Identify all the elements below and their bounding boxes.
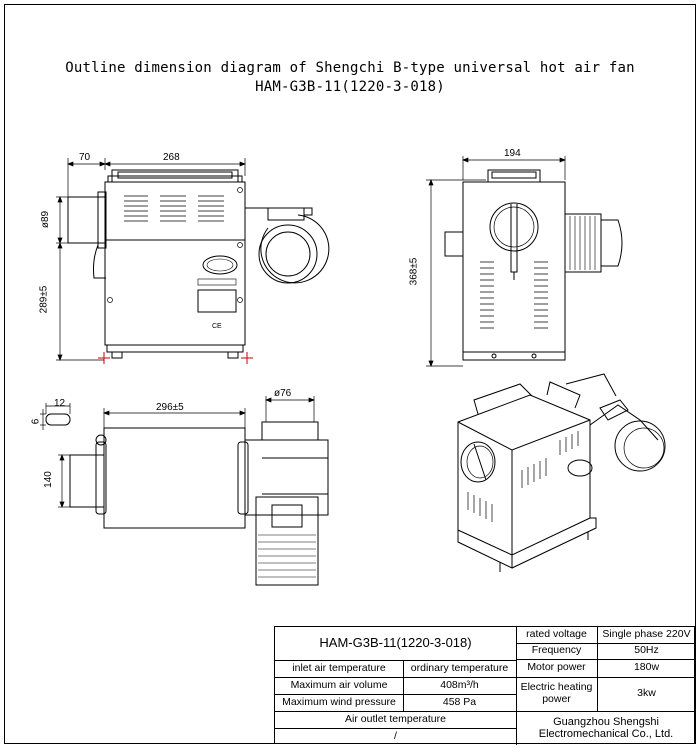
- isometric-view: [457, 373, 666, 572]
- nameplate: [197, 289, 237, 313]
- dim-top-12: 12: [54, 398, 66, 409]
- dim-front-268: 268: [163, 152, 180, 163]
- spec-value-heating-power: 3kw: [637, 687, 656, 700]
- front-view: CE: [56, 158, 330, 364]
- side-view: [426, 156, 623, 367]
- spec-label-voltage: rated voltage: [526, 628, 587, 641]
- iso-vents: [467, 431, 579, 522]
- side-vents: [480, 261, 548, 329]
- front-vents: [124, 195, 224, 222]
- iso-motor: [589, 404, 659, 441]
- param-value-wind-pressure: 458 Pa: [442, 695, 477, 708]
- logo-emblem: [202, 255, 238, 275]
- inlet-pipe: [67, 196, 106, 244]
- dim-side-368: 368±5: [408, 257, 420, 286]
- param-value-outlet-temp: /: [394, 729, 397, 742]
- iso-body: [457, 394, 591, 556]
- dim-top-296: 296±5: [156, 402, 184, 413]
- title-block-model: HAM-G3B-11(1220-3-018): [319, 635, 472, 651]
- top-inlet-pipe: [69, 454, 105, 508]
- dim-top-dia76: ø76: [274, 388, 292, 399]
- side-body: [462, 181, 566, 353]
- side-motor: [564, 213, 602, 273]
- spec-label-heating-power: Electric heating power: [520, 681, 593, 705]
- spec-label-frequency: Frequency: [531, 644, 582, 657]
- dim-front-70: 70: [79, 152, 91, 163]
- param-value-air-volume: 408m³/h: [440, 678, 479, 691]
- param-value-inlet-temp: ordinary temperature: [410, 661, 509, 674]
- spec-value-frequency: 50Hz: [634, 644, 659, 657]
- spec-label-motor-power: Motor power: [527, 661, 586, 674]
- drawing-title: Outline dimension diagram of Shengchi B-…: [65, 60, 635, 76]
- svg-text:CE: CE: [212, 323, 222, 330]
- iso-inlet: [460, 441, 496, 483]
- spec-value-motor-power: 180w: [633, 661, 660, 674]
- dim-front-289: 289±5: [38, 285, 50, 314]
- title-block: HAM-G3B-11(1220-3-018) inlet air tempera…: [274, 626, 696, 745]
- side-inlet-ring: [489, 202, 539, 252]
- company-name: Guangzhou Shengshi Electromechanical Co.…: [538, 715, 674, 740]
- dim-front-dia89: ø89: [40, 210, 52, 229]
- top-view: [40, 396, 329, 586]
- param-label-wind-pressure: Maximum wind pressure: [282, 695, 396, 708]
- spec-value-voltage: Single phase 220V: [602, 628, 691, 641]
- param-label-inlet-temp: inlet air temperature: [292, 661, 386, 674]
- drawing-model-number: HAM-G3B-11(1220-3-018): [255, 79, 445, 95]
- front-body: [104, 181, 246, 346]
- dim-top-140: 140: [42, 471, 54, 488]
- dim-top-6: 6: [30, 418, 42, 425]
- dim-side-194: 194: [504, 148, 521, 159]
- top-body: [103, 427, 246, 529]
- param-label-air-volume: Maximum air volume: [290, 678, 388, 691]
- top-motor: [255, 496, 319, 586]
- param-label-outlet-temp: Air outlet temperature: [345, 712, 446, 725]
